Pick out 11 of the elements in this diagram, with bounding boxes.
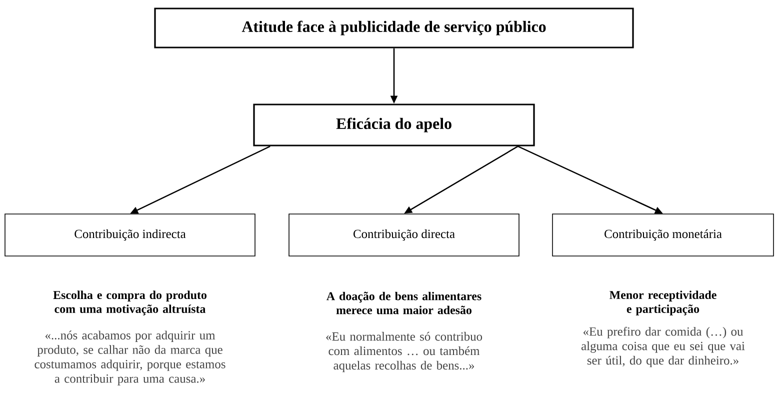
finding-heading: Escolha e compra do produto com uma motivação altruísta xyxy=(53,290,206,316)
quote-text: «Eu prefiro dar comida (…) ou alguma coisa que eu sei que vai ser útil, do que dar dinheiro.» xyxy=(581,326,745,368)
category-box: Contribuição indirecta xyxy=(4,214,256,256)
quote-text: «Eu normalmente só contribuo com alimentos … ou também aquelas recolhas de bens...» xyxy=(326,332,482,372)
category-box: Contribuição directa xyxy=(288,214,520,256)
heading-box: Eficácia do apelo xyxy=(253,104,535,146)
heading-box: Atitude face à publicidade de serviço público xyxy=(154,8,634,48)
category-box: Contribuição monetária xyxy=(552,214,774,256)
finding-heading: A doação de bens alimentares merece uma maior adesão xyxy=(326,292,482,314)
finding-heading: Menor receptividade e participação xyxy=(610,290,716,316)
quote-text: «...nós acabamos por adquirir um produto, se calhar não da marca que costumamos adquirir, porque estamos a contribuir para uma causa.» xyxy=(34,330,226,386)
